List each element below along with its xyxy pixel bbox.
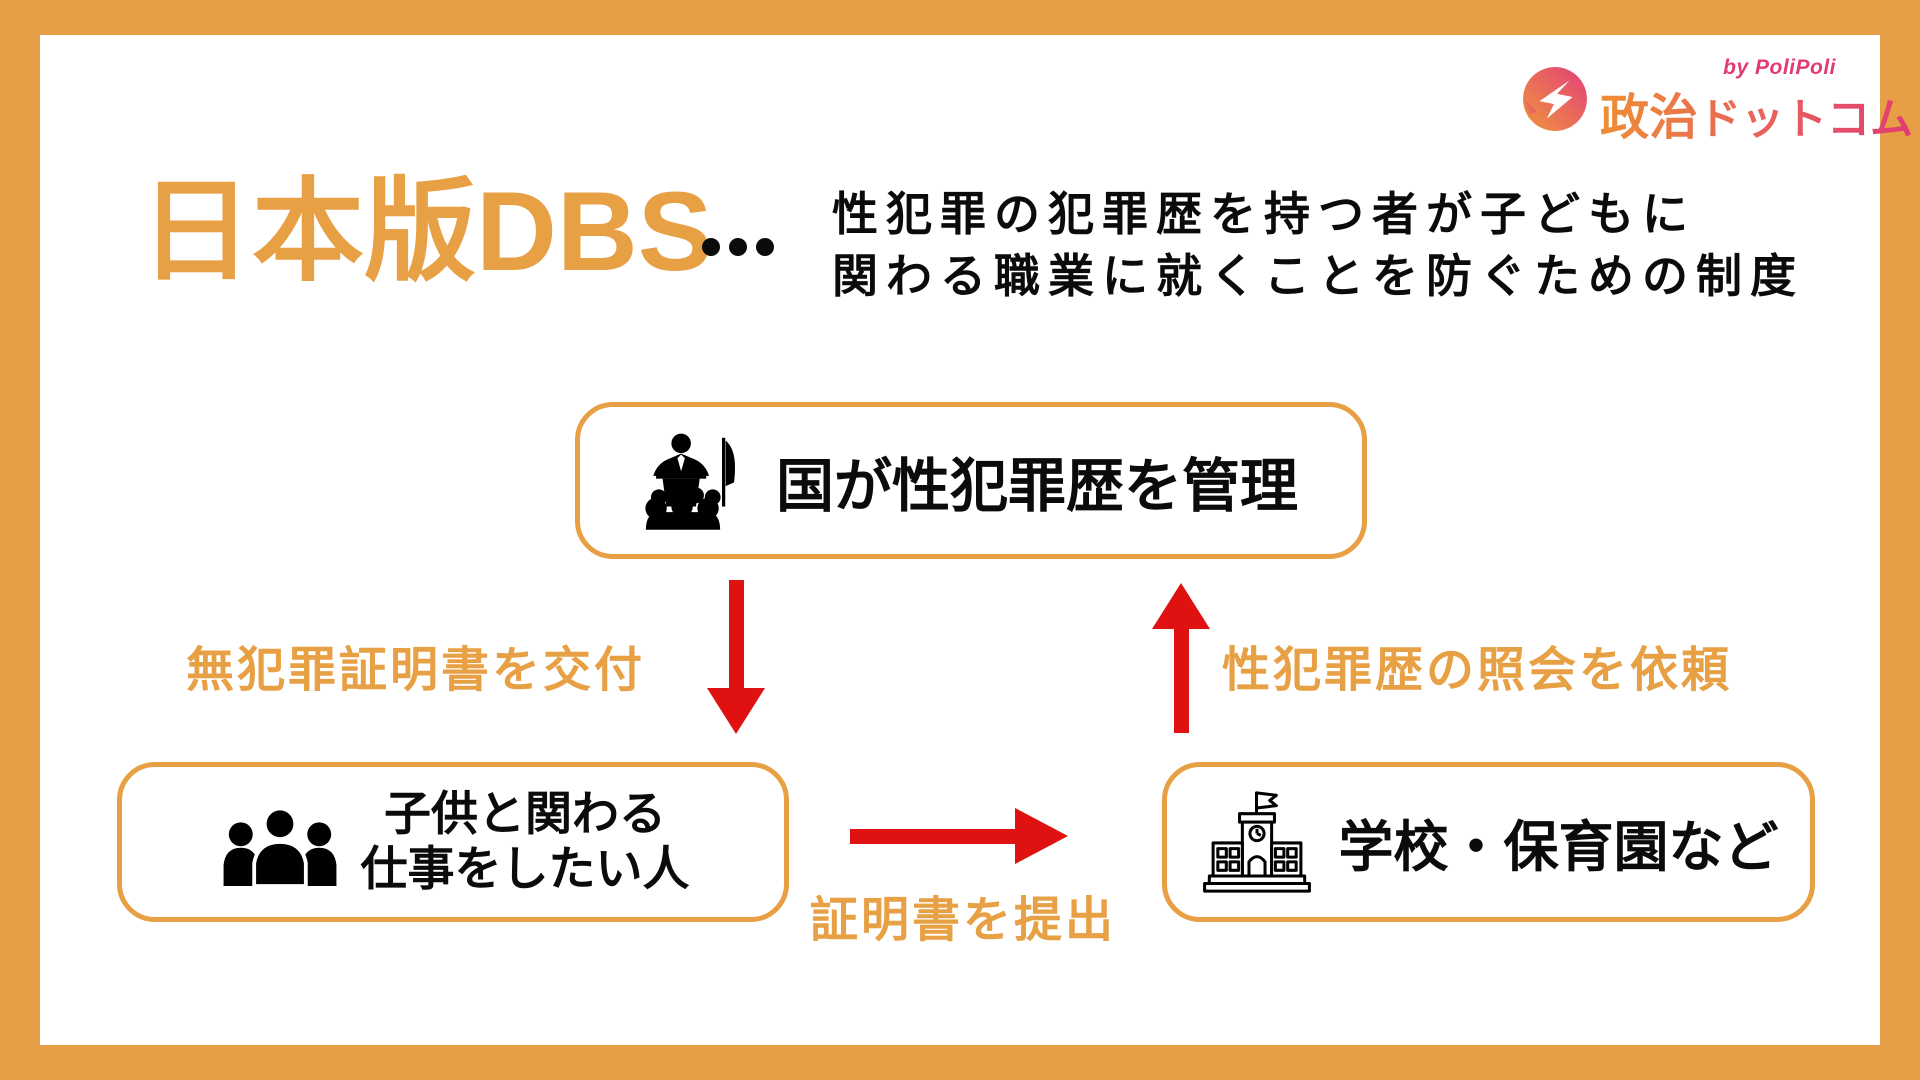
polipoli-logo-icon [1522,66,1588,132]
brand-name: 政治ドットコム [1600,78,1913,149]
arrow-right-icon [850,808,1068,864]
node-applicant-label: 子供と関わる 仕事をしたい人 [360,787,690,895]
edge-submit-label: 証明書を提出 [810,894,1117,947]
definition-line-2: 関わる職業に就くことを防ぐための制度 [832,249,1804,302]
node-applicant: 子供と関わる 仕事をしたい人 [117,762,789,922]
podium-speaker-icon [644,430,748,532]
brand-logo: by PoliPoli 政治ドットコム [1522,56,1840,138]
school-building-icon [1198,786,1316,898]
definition-line-1: 性犯罪の犯罪歴を持つ者が子どもに [832,188,1696,240]
brand-byline: by PoliPoli [1723,56,1836,79]
node-school: 学校・保育園など [1162,762,1815,922]
page-title: 日本版DBS [140,169,713,294]
node-government-label: 国が性犯罪歴を管理 [775,453,1298,519]
ellipsis-separator: … [702,238,774,256]
arrow-up-icon [1152,583,1210,733]
definition-text: 性犯罪の犯罪歴を持つ者が子どもに 関わる職業に就くことを防ぐための制度 [832,184,1804,307]
people-group-icon [217,798,343,888]
node-government: 国が性犯罪歴を管理 [575,402,1367,559]
arrow-down-icon [707,580,765,734]
edge-inquiry-label: 性犯罪歴の照会を依頼 [1222,644,1733,697]
edge-issue-label: 無犯罪証明書を交付 [186,644,646,697]
node-school-label: 学校・保育園など [1338,816,1779,878]
